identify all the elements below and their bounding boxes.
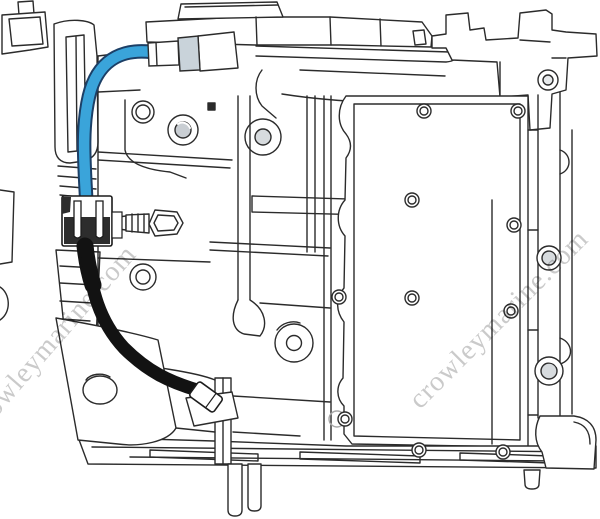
exhaust-cover-panel <box>328 95 539 448</box>
black-cable <box>76 237 204 397</box>
panel-bolts <box>331 103 526 427</box>
top-assembly <box>97 1 459 104</box>
hose-clamp <box>177 35 201 72</box>
base-plate <box>77 377 597 517</box>
hose-body <box>78 46 158 201</box>
hose-fitting <box>147 35 201 72</box>
top-right-casting <box>431 9 598 131</box>
highlighted-hose <box>76 44 160 203</box>
mount-bracket <box>0 0 101 347</box>
cable-end-terminal <box>188 381 224 413</box>
right-side-column <box>534 91 573 419</box>
cable-body <box>80 239 204 397</box>
wire-connector <box>61 195 123 247</box>
